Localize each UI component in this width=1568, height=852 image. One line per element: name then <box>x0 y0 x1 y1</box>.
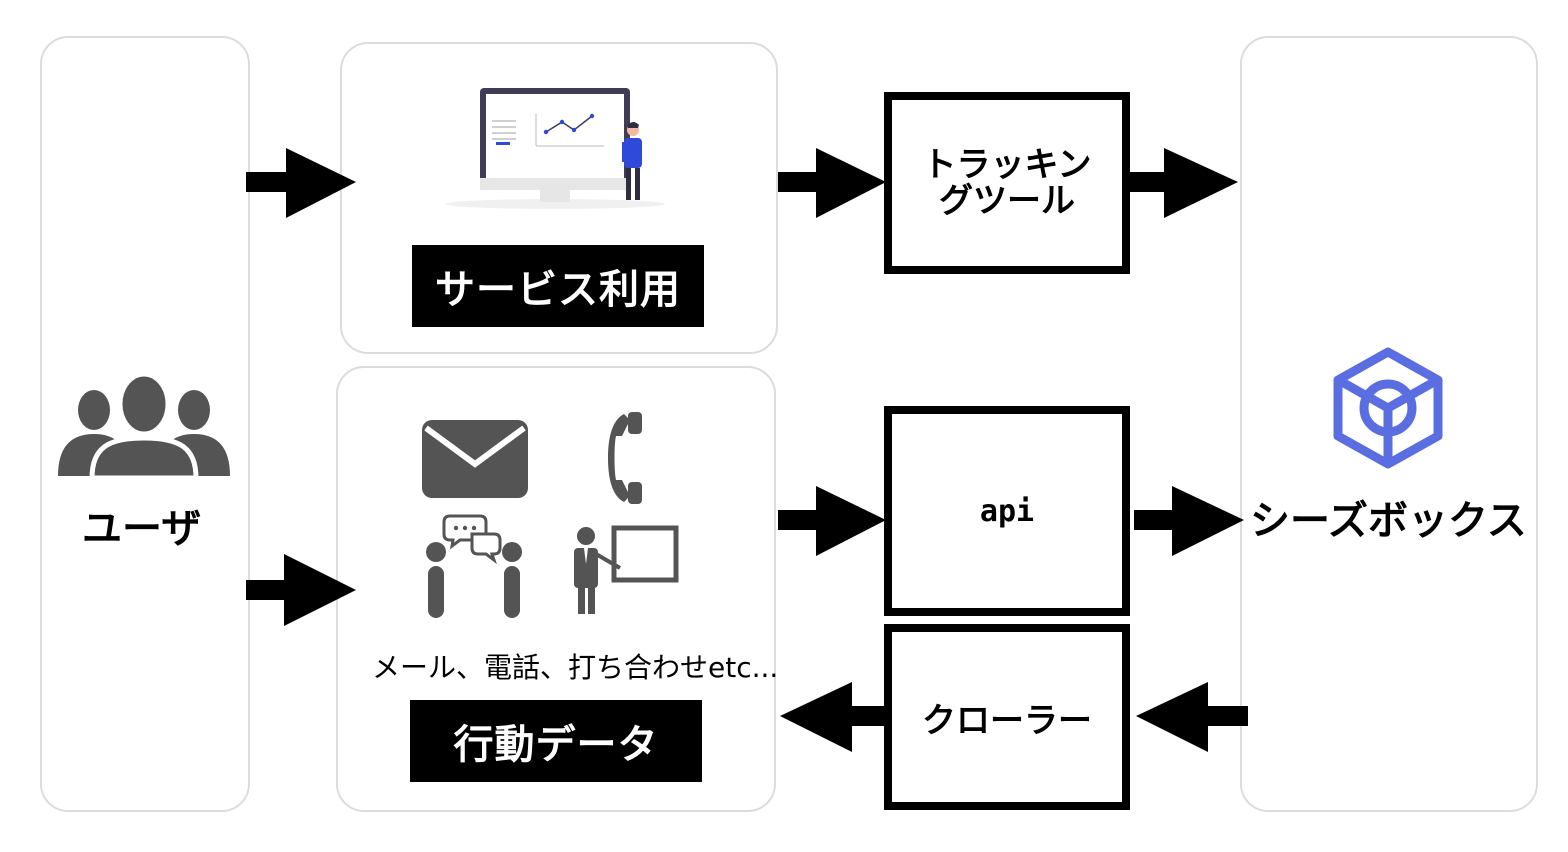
arrow-user-to-service <box>246 148 356 218</box>
behavior-data-label: 行動データ <box>410 700 702 782</box>
arrow-behavior-to-api <box>778 486 886 556</box>
users-group-icon <box>58 371 230 481</box>
api-box: api <box>884 406 1130 616</box>
user-label: ユーザ <box>82 506 202 552</box>
seasbox-label: シーズボックス <box>1250 498 1527 544</box>
crawler-label: クローラー <box>922 700 1092 741</box>
arrow-api-to-seasbox <box>1134 486 1244 556</box>
arrow-seasbox-to-crawler <box>1136 682 1248 752</box>
tracking-tool-box: トラッキン グツール <box>884 92 1130 274</box>
crawler-box: クローラー <box>884 624 1130 810</box>
phone-icon <box>608 412 642 504</box>
arrow-user-to-behavior <box>246 554 356 626</box>
tracking-tool-line2: グツール <box>938 181 1075 221</box>
conversation-icon <box>426 514 522 618</box>
api-label: api <box>979 493 1035 529</box>
service-usage-label: サービス利用 <box>412 245 704 327</box>
arrow-service-to-tracking <box>778 148 886 218</box>
behavior-panel <box>336 366 776 812</box>
behavior-caption: メール、電話、打ち合わせetc... <box>372 651 779 684</box>
monitor-presentation-icon <box>445 88 665 209</box>
arrow-crawler-to-behavior <box>780 682 886 752</box>
presentation-icon <box>574 525 679 614</box>
mail-icon <box>422 420 528 498</box>
tracking-tool-line1: トラッキン <box>922 145 1092 185</box>
arrow-tracking-to-seasbox <box>1128 148 1238 218</box>
seasbox-logo-icon <box>1333 347 1443 469</box>
